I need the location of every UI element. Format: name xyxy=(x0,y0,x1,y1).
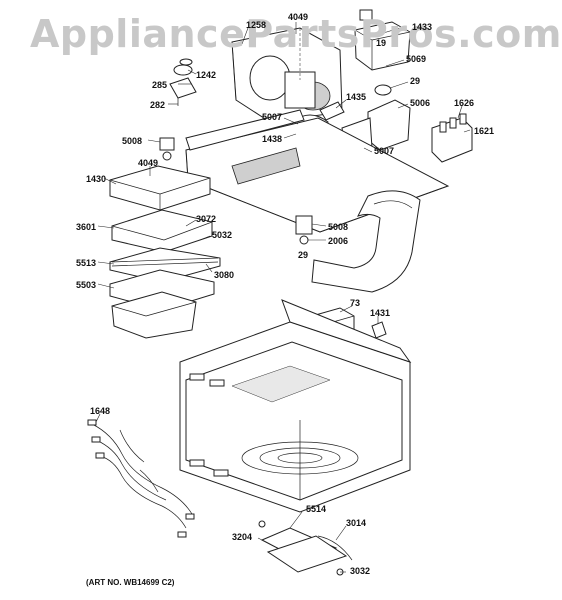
callout-5514[interactable]: 5514 xyxy=(306,504,327,514)
callout-3601[interactable]: 3601 xyxy=(76,222,97,232)
callout-4049-top[interactable]: 4049 xyxy=(288,12,309,22)
part-1431-bracket xyxy=(371,321,387,339)
part-3601-cover xyxy=(111,209,213,253)
callout-5008-upper[interactable]: 5008 xyxy=(122,136,143,146)
callout-285[interactable]: 285 xyxy=(152,80,168,90)
part-5513-heater xyxy=(109,247,221,283)
callout-2006[interactable]: 2006 xyxy=(328,236,349,246)
part-1433-box xyxy=(354,9,411,71)
blower-assembly xyxy=(231,27,343,123)
callout-3072[interactable]: 3072 xyxy=(196,214,217,224)
callout-1430[interactable]: 1430 xyxy=(86,174,107,184)
callout-1433[interactable]: 1433 xyxy=(412,22,433,32)
callout-4049-left[interactable]: 4049 xyxy=(138,158,159,168)
callout-5006[interactable]: 5006 xyxy=(410,98,431,108)
callout-5503[interactable]: 5503 xyxy=(76,280,97,290)
part-1648-wire-harness xyxy=(87,419,195,538)
callout-1258[interactable]: 1258 xyxy=(246,20,267,30)
callout-3032[interactable]: 3032 xyxy=(350,566,371,576)
part-285-assembly xyxy=(169,58,197,106)
part-5008-upper xyxy=(159,137,175,161)
callout-19[interactable]: 19 xyxy=(376,38,387,48)
part-4049-housing xyxy=(109,165,211,211)
callout-1626[interactable]: 1626 xyxy=(454,98,475,108)
part-1621-terminal-block xyxy=(431,113,473,163)
part-5006-bracket xyxy=(367,99,411,151)
part-29-cap xyxy=(374,84,392,96)
callout-5008-center[interactable]: 5008 xyxy=(328,222,349,232)
callout-5032[interactable]: 5032 xyxy=(212,230,233,240)
callout-29-top[interactable]: 29 xyxy=(410,76,421,86)
callout-282[interactable]: 282 xyxy=(150,100,166,110)
callout-3014[interactable]: 3014 xyxy=(346,518,367,528)
callout-3080[interactable]: 3080 xyxy=(214,270,235,280)
callout-1242[interactable]: 1242 xyxy=(196,70,217,80)
vent-duct xyxy=(311,190,421,293)
callout-1648[interactable]: 1648 xyxy=(90,406,111,416)
art-number-caption: (ART NO. WB14699 C2) xyxy=(86,578,175,587)
oven-cavity xyxy=(179,299,412,513)
callout-1435[interactable]: 1435 xyxy=(346,92,367,102)
callout-1431[interactable]: 1431 xyxy=(370,308,391,318)
callout-1438[interactable]: 1438 xyxy=(262,134,283,144)
part-3204-handle xyxy=(258,520,353,576)
part-2006-bracket xyxy=(295,215,313,245)
watermark-logo: AppliancePartsPros.com xyxy=(30,12,562,56)
callout-1621[interactable]: 1621 xyxy=(474,126,495,136)
part-5503-tray xyxy=(109,269,215,339)
callout-5007-left[interactable]: 5007 xyxy=(262,112,283,122)
callout-5513[interactable]: 5513 xyxy=(76,258,97,268)
callout-5069[interactable]: 5069 xyxy=(406,54,427,64)
callout-5007-right[interactable]: 5007 xyxy=(374,146,395,156)
leader-lines xyxy=(95,22,471,573)
callout-3204[interactable]: 3204 xyxy=(232,532,253,542)
callout-29-center[interactable]: 29 xyxy=(298,250,309,260)
callout-73[interactable]: 73 xyxy=(350,298,361,308)
